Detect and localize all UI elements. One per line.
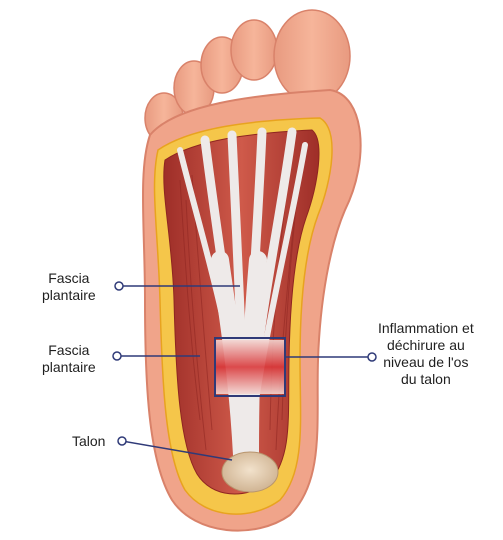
label-fascia-lower: Fascia plantaire [42,342,96,375]
toe-second [230,19,278,81]
calcaneus-bone [221,451,279,493]
label-inflammation: Inflammation et déchirure au niveau de l… [378,320,474,387]
leader-talon [121,440,233,461]
label-talon: Talon [72,433,106,449]
marker-fascia-upper [114,281,124,291]
marker-inflammation [367,352,377,362]
toe-big [273,9,351,103]
label-fascia-upper: Fascia plantaire [42,270,96,303]
leader-lines [112,281,377,461]
toes [144,9,351,144]
marker-fascia-lower [112,351,122,361]
inflamed-region [216,340,284,394]
marker-talon [117,436,127,446]
inflammation-highlight-box [214,337,286,397]
